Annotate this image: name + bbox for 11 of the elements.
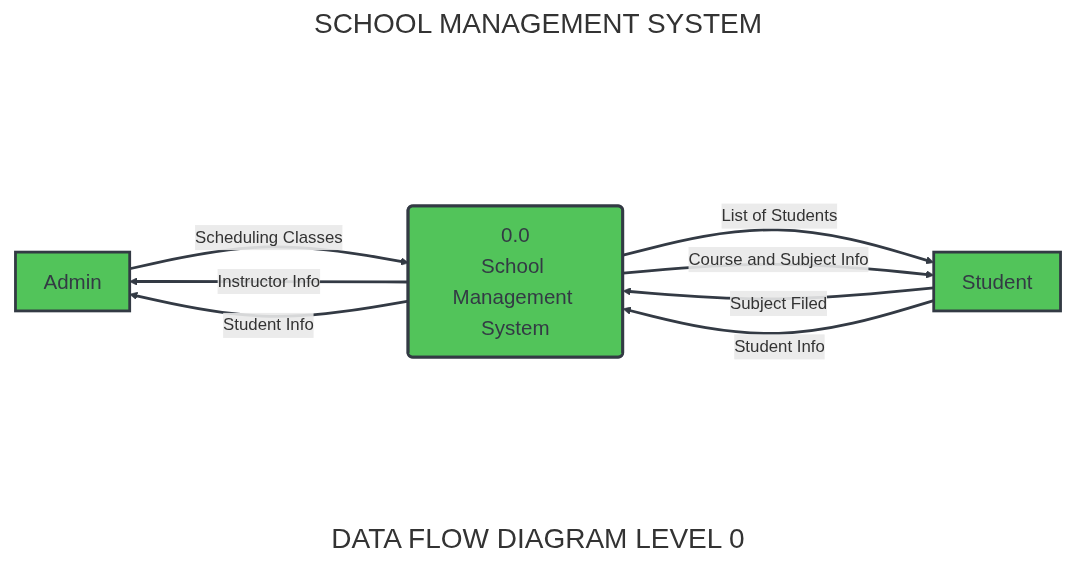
diagram-title: SCHOOL MANAGEMENT SYSTEM [313, 8, 763, 40]
node-box: Student [932, 250, 1062, 313]
node-box: Admin [14, 250, 132, 313]
edge-label: List of Students [721, 206, 838, 225]
edge-label: Instructor Info [217, 271, 321, 291]
diagram-caption: DATA FLOW DIAGRAM LEVEL 0 [331, 523, 745, 555]
edge-label: Student Info [734, 337, 825, 356]
edge-label: Scheduling Classes [195, 227, 343, 247]
edge-label: Student Info [223, 315, 314, 335]
edge-label: Subject Filed [730, 293, 828, 313]
edge-label: Course and Subject Info [688, 249, 869, 269]
